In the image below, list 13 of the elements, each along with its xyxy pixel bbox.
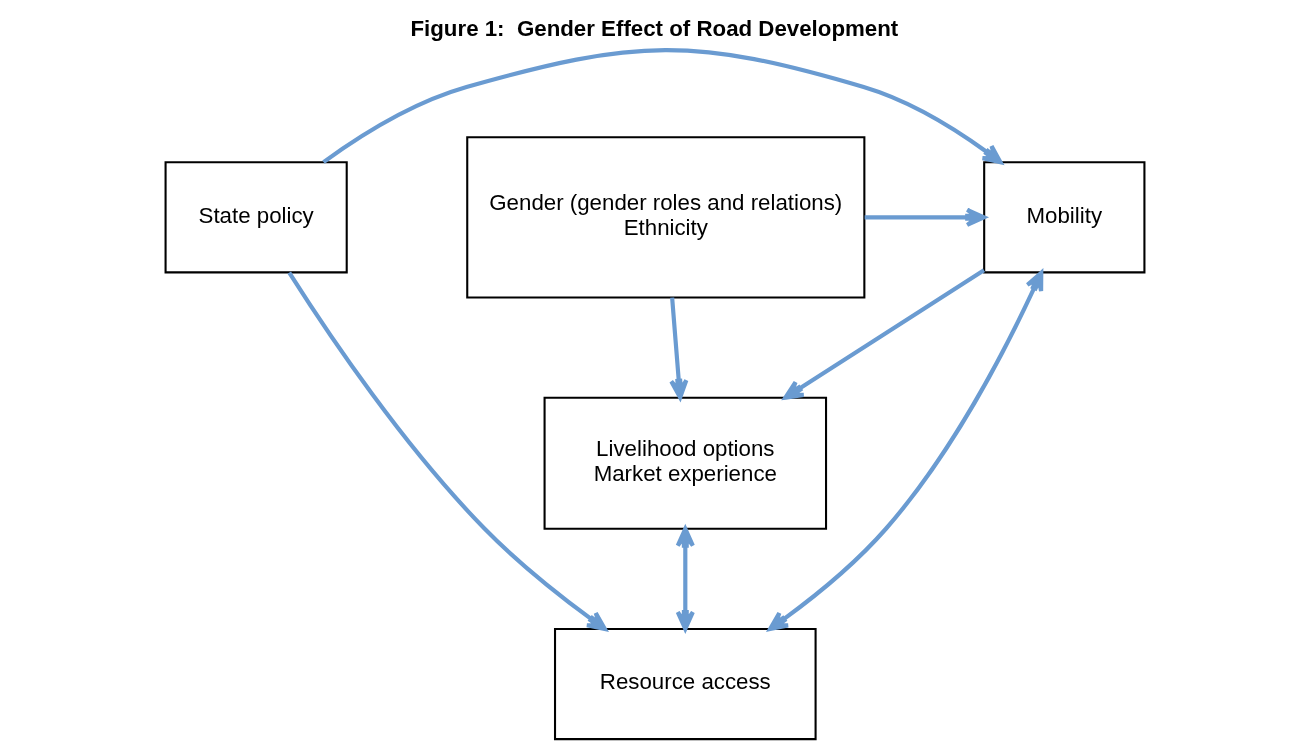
arrow xyxy=(286,271,607,632)
node-box: Livelihood options Market experience xyxy=(543,396,827,530)
arrow xyxy=(668,297,688,400)
arrow xyxy=(782,268,985,400)
node-box: Resource access xyxy=(553,628,817,741)
arrow xyxy=(767,270,1043,632)
node-box: Mobility xyxy=(982,161,1145,274)
arrow xyxy=(321,48,1003,165)
arrow xyxy=(864,207,986,227)
node-box: Gender (gender roles and relations) Ethnicity xyxy=(465,136,865,299)
arrow xyxy=(675,526,695,631)
diagram-title: Figure 1: Gender Effect of Road Development xyxy=(409,15,898,41)
node-box: State policy xyxy=(164,161,348,274)
